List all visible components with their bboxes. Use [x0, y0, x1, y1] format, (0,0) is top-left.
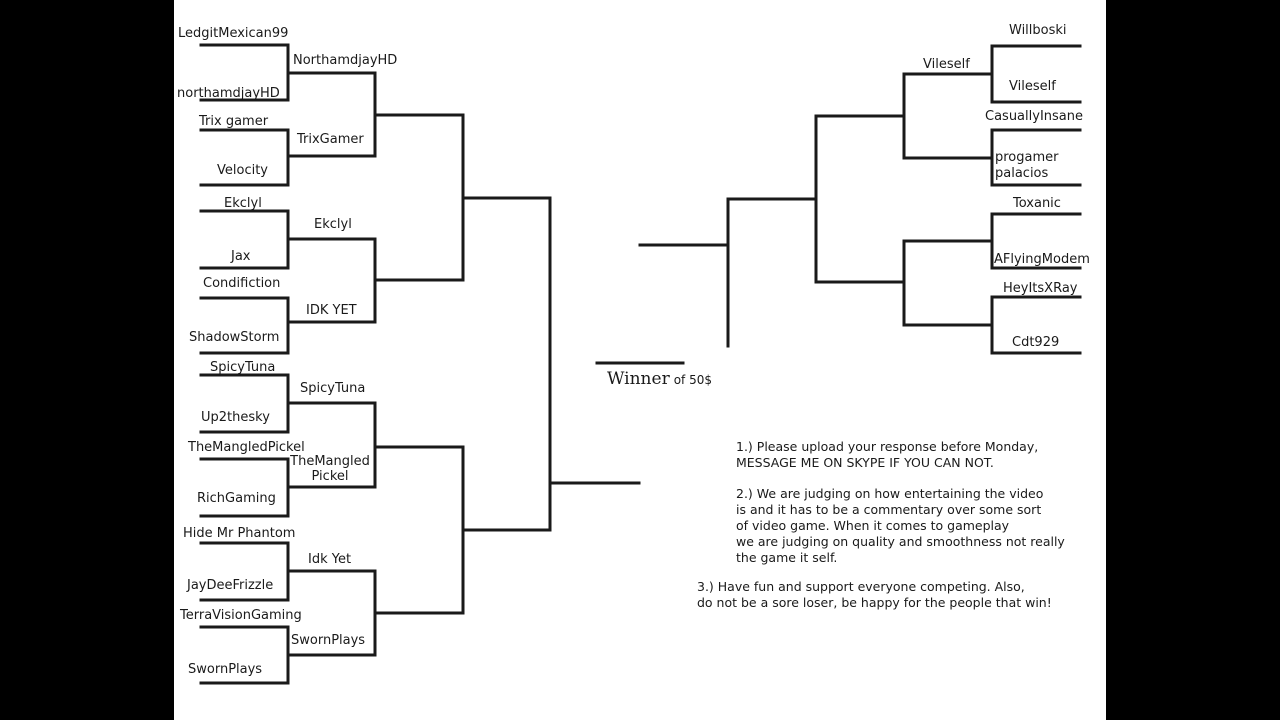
left-r2-slot-7: Idk Yet: [308, 552, 352, 567]
left-r1-slot-8: ShadowStorm: [189, 330, 280, 345]
right-r1-slot-8: Cdt929: [1012, 335, 1060, 350]
left-r1-slot-15: TerraVisionGaming: [180, 608, 302, 623]
left-r1-slot-10: Up2thesky: [201, 410, 270, 425]
right-r1-slot-1: Willboski: [1009, 23, 1067, 38]
left-r1-slot-6: Jax: [231, 249, 251, 264]
left-r1-slot-14: JayDeeFrizzle: [187, 578, 274, 593]
left-r1-slot-16: SwornPlays: [188, 662, 263, 677]
left-r1-slot-11: TheMangledPickel: [188, 440, 305, 455]
right-r1-slot-4: progamer palacios: [995, 150, 1059, 181]
left-r1-slot-9: SpicyTuna: [210, 360, 276, 375]
left-r1-slot-12: RichGaming: [197, 491, 276, 506]
left-r1-slot-3: Trix gamer: [199, 114, 269, 129]
winner-title: Winner: [607, 369, 670, 389]
left-r1-slot-13: Hide Mr Phantom: [183, 526, 296, 541]
left-r2-slot-8: SwornPlays: [291, 633, 366, 648]
left-r1-slot-2: northamdjayHD: [177, 86, 280, 101]
rule-2: 2.) We are judging on how entertaining t…: [736, 486, 1065, 565]
winner-prize: of 50$: [673, 373, 712, 387]
left-r2-slot-4: IDK YET: [306, 303, 357, 318]
right-r1-slot-5: Toxanic: [1013, 196, 1061, 211]
left-r1-slot-1: LedgitMexican99: [178, 26, 289, 41]
right-r2-slot-1: Vileself: [923, 57, 970, 72]
rule-3: 3.) Have fun and support everyone compet…: [697, 579, 1052, 610]
left-r1-slot-5: Ekclyl: [224, 196, 262, 211]
bracket-page: [174, 0, 1106, 720]
left-r1-slot-7: Condifiction: [203, 276, 281, 291]
winner-label: Winner of 50$: [607, 369, 712, 389]
rule-1: 1.) Please upload your response before M…: [736, 439, 1039, 470]
right-r1-slot-7: HeyItsXRay: [1003, 281, 1078, 296]
left-r2-slot-2: TrixGamer: [297, 132, 364, 147]
left-r2-slot-5: SpicyTuna: [300, 381, 366, 396]
left-r2-slot-6: TheMangled Pickel: [290, 454, 370, 484]
left-r2-slot-3: Ekclyl: [314, 217, 352, 232]
right-r1-slot-2: Vileself: [1009, 79, 1056, 94]
right-r1-slot-6: AFlyingModem: [994, 252, 1090, 267]
right-r1-slot-3: CasuallyInsane: [985, 109, 1083, 124]
left-r1-slot-4: Velocity: [217, 163, 268, 178]
left-r2-slot-1: NorthamdjayHD: [293, 53, 398, 68]
